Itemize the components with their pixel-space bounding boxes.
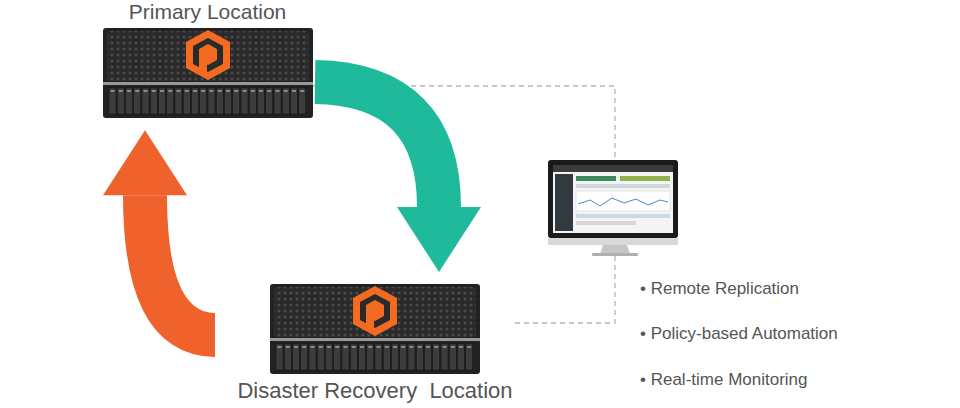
- arrow-body: [145, 195, 215, 335]
- replication-arrow: [315, 82, 481, 272]
- feature-bullet: • Real-time Monitoring: [640, 370, 808, 390]
- arrow-head: [103, 130, 187, 195]
- monitor-icon: [548, 160, 678, 256]
- feature-bullet: • Remote Replication: [640, 279, 799, 299]
- location-heading: Primary Location: [100, 0, 315, 24]
- storage-array: [270, 284, 480, 374]
- storage-node: Disaster Recovery Location: [215, 280, 535, 403]
- replication-arrow: [103, 130, 215, 335]
- storage-node: Primary Location: [100, 0, 315, 122]
- storage-array: [103, 28, 313, 118]
- arrow-head: [397, 207, 481, 272]
- feature-bullet: • Policy-based Automation: [640, 324, 838, 344]
- dashed-wire: [515, 256, 615, 323]
- location-heading: Disaster Recovery Location: [215, 378, 535, 403]
- arrow-body: [315, 82, 439, 207]
